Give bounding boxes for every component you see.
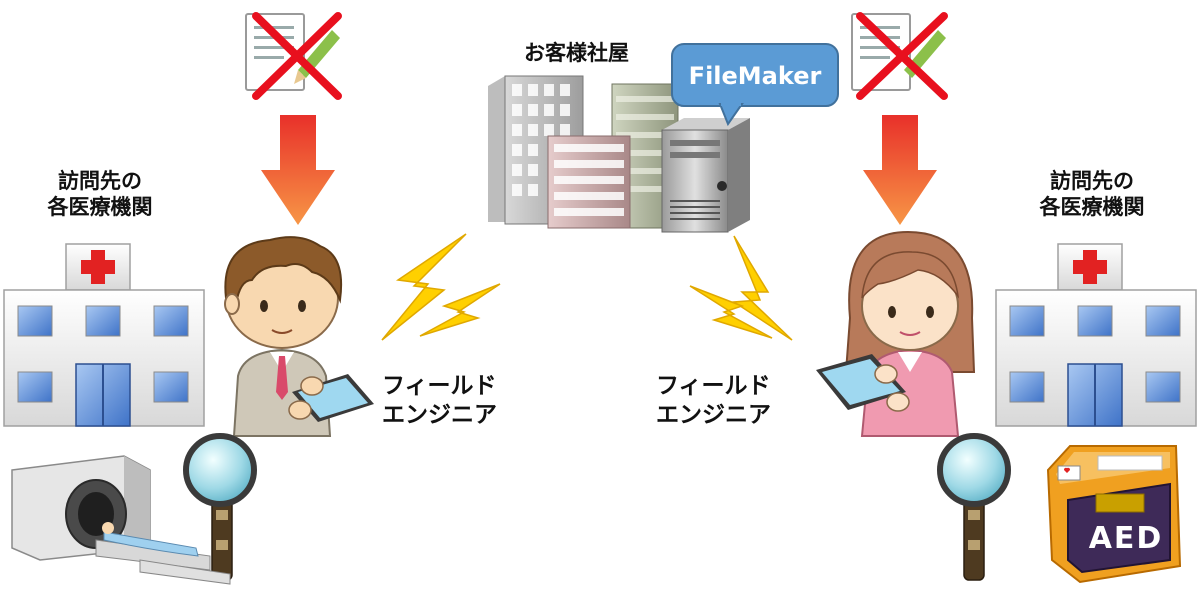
right-cross-mark-icon bbox=[856, 12, 948, 100]
aed-label: AED bbox=[1089, 521, 1164, 556]
left-magnifier-icon bbox=[183, 433, 257, 581]
right-magnifier-icon bbox=[937, 433, 1011, 581]
right-facility-line1: 訪問先の bbox=[1050, 169, 1134, 193]
left-facility-label: 訪問先の 各医療機関 bbox=[20, 168, 180, 221]
left-cross-mark-icon bbox=[252, 12, 342, 100]
left-down-arrow-icon bbox=[261, 115, 335, 225]
right-engineer-line2: エンジニア bbox=[656, 401, 771, 428]
left-engineer-line2: エンジニア bbox=[382, 401, 497, 428]
aed-device-icon: AED bbox=[1046, 445, 1182, 584]
right-facility-line2: 各医療機関 bbox=[1039, 195, 1145, 220]
right-engineer-label: フィールド エンジニア bbox=[656, 372, 816, 430]
left-hospital-icon bbox=[3, 243, 205, 427]
female-engineer-icon bbox=[844, 230, 976, 437]
server-icon bbox=[661, 118, 750, 233]
left-lightning-icon bbox=[381, 233, 501, 341]
right-hospital-icon bbox=[995, 243, 1197, 427]
right-facility-label: 訪問先の 各医療機関 bbox=[1012, 168, 1172, 221]
left-engineer-label: フィールド エンジニア bbox=[382, 372, 542, 430]
left-facility-line1: 訪問先の bbox=[58, 169, 142, 193]
speech-bubble-icon: FileMaker bbox=[671, 43, 839, 127]
left-engineer-line1: フィールド bbox=[382, 373, 497, 399]
female-tablet-icon bbox=[816, 354, 910, 412]
right-down-arrow-icon bbox=[863, 115, 937, 225]
right-engineer-line1: フィールド bbox=[656, 373, 771, 399]
filemaker-label: FileMaker bbox=[689, 62, 822, 90]
customer-hq-label: お客様社屋 bbox=[524, 41, 629, 65]
left-facility-line2: 各医療機関 bbox=[47, 195, 153, 220]
mri-scanner-icon bbox=[11, 455, 231, 585]
male-tablet-icon bbox=[288, 374, 374, 422]
office-building-icon bbox=[488, 75, 679, 229]
right-lightning-icon bbox=[689, 235, 793, 341]
